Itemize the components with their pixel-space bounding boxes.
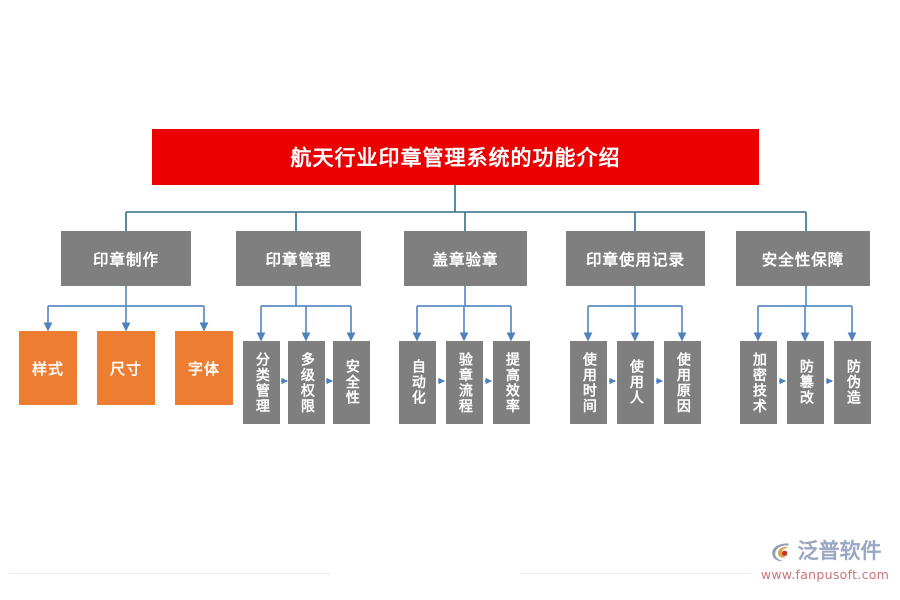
branch-label-5: 安全性保障 (761, 250, 845, 269)
leaf-node-5-3[interactable]: 防伪造 (834, 341, 871, 424)
leaf-node-3-3[interactable]: 提高效率 (493, 341, 530, 424)
branch3-connectors (412, 286, 516, 342)
diagram-title-node: 航天行业印章管理系统的功能介绍 (152, 129, 759, 185)
fanpu-swirl-icon (771, 542, 788, 561)
decorative-rule-left (10, 573, 330, 574)
leaf-label-2-1: 分类管理 (253, 351, 270, 414)
leaf-label-3-3: 提高效率 (503, 351, 520, 414)
branch-node-2[interactable]: 印章管理 (236, 231, 361, 286)
logo-url: www.fanpusoft.com (760, 566, 890, 582)
branch5-connectors (753, 286, 857, 342)
branch1-connectors (43, 286, 209, 332)
branch-node-3[interactable]: 盖章验章 (404, 231, 527, 286)
leaf-node-3-2[interactable]: 验章流程 (446, 341, 483, 424)
leaf-label-1-2: 尺寸 (109, 359, 142, 378)
leaf-label-4-3: 使用原因 (674, 351, 691, 414)
leaf-label-5-1: 加密技术 (750, 351, 767, 414)
level1-connectors (125, 185, 807, 231)
branch4-connectors (583, 286, 687, 342)
leaf-node-5-2[interactable]: 防篡改 (787, 341, 824, 424)
leaf-label-5-2: 防篡改 (797, 359, 814, 406)
leaf-label-3-2: 验章流程 (456, 351, 473, 414)
leaf-node-2-2[interactable]: 多级权限 (288, 341, 325, 424)
leaf-node-4-2[interactable]: 使用人 (617, 341, 654, 424)
leaf-node-2-1[interactable]: 分类管理 (243, 341, 280, 424)
decorative-rule-right (520, 573, 750, 574)
branch-node-1[interactable]: 印章制作 (61, 231, 191, 286)
leaf-node-1-3[interactable]: 字体 (175, 331, 233, 405)
branch-label-4: 印章使用记录 (585, 250, 685, 269)
logo-brand-name: 泛普软件 (797, 539, 882, 563)
branch-label-1: 印章制作 (92, 250, 159, 269)
branch-label-3: 盖章验章 (432, 250, 499, 269)
leaf-node-4-3[interactable]: 使用原因 (664, 341, 701, 424)
branch-node-4[interactable]: 印章使用记录 (566, 231, 705, 286)
leaf-node-3-1[interactable]: 自动化 (399, 341, 436, 424)
leaf-label-4-2: 使用人 (627, 359, 644, 406)
branch-label-2: 印章管理 (265, 250, 332, 269)
leaf-label-2-2: 多级权限 (298, 351, 315, 414)
leaf-label-1-3: 字体 (187, 359, 220, 378)
leaf-label-2-3: 安全性 (343, 359, 360, 406)
leaf-node-2-3[interactable]: 安全性 (333, 341, 370, 424)
leaf-node-5-1[interactable]: 加密技术 (740, 341, 777, 424)
leaf-label-4-1: 使用时间 (580, 351, 597, 414)
leaf-label-5-3: 防伪造 (844, 359, 861, 406)
leaf-node-1-1[interactable]: 样式 (19, 331, 77, 405)
branch-node-5[interactable]: 安全性保障 (736, 231, 870, 286)
leaf-label-1-1: 样式 (31, 359, 64, 378)
leaf-node-1-2[interactable]: 尺寸 (97, 331, 155, 405)
watermark-logo: 泛普软件 www.fanpusoft.com (757, 532, 893, 588)
diagram-title-label: 航天行业印章管理系统的功能介绍 (290, 146, 621, 170)
branch2-connectors (256, 286, 356, 342)
logo-row: 泛普软件 (769, 539, 882, 565)
leaf-node-4-1[interactable]: 使用时间 (570, 341, 607, 424)
leaf-label-3-1: 自动化 (409, 359, 426, 406)
